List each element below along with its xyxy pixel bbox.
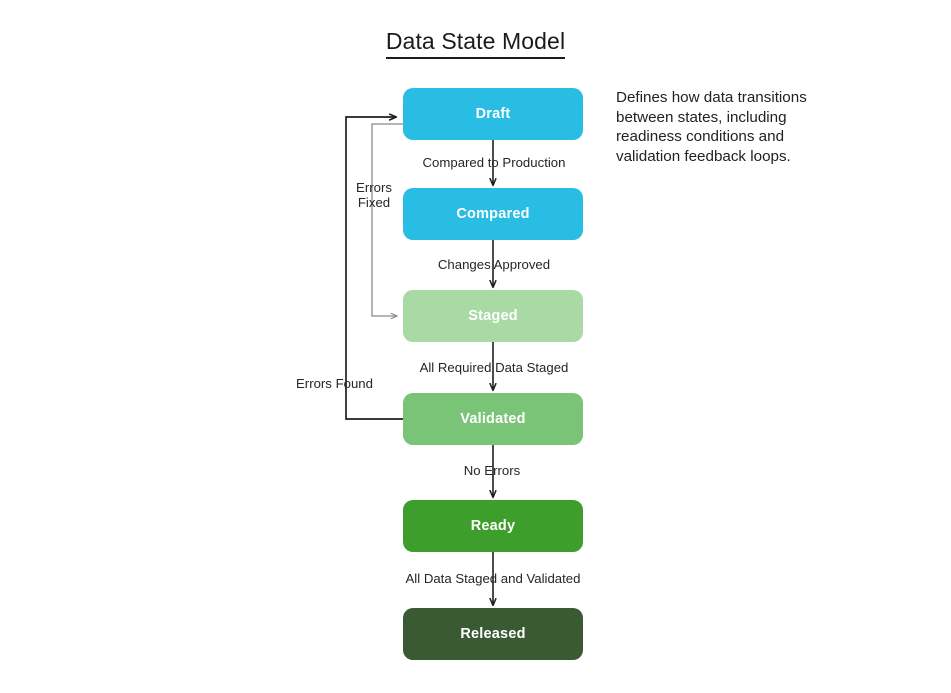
edge-label-errors-fixed-line2: Fixed bbox=[357, 195, 391, 210]
page-title: Data State Model bbox=[0, 28, 951, 59]
edge-validated-to-draft-errors-found bbox=[345, 117, 403, 420]
state-node-ready-label: Ready bbox=[470, 518, 516, 534]
state-node-released[interactable]: Released bbox=[403, 608, 583, 660]
edge-label-changes-approved: Changes Approved bbox=[437, 257, 551, 272]
page-title-text: Data State Model bbox=[385, 28, 566, 59]
edge-label-all-required-data-staged: All Required Data Staged bbox=[419, 360, 569, 375]
state-node-ready[interactable]: Ready bbox=[403, 500, 583, 552]
edge-label-errors-found: Errors Found bbox=[296, 376, 373, 391]
state-node-staged[interactable]: Staged bbox=[403, 290, 583, 342]
edge-label-errors-fixed: Errors Fixed bbox=[347, 180, 401, 210]
state-node-staged-label: Staged bbox=[468, 308, 518, 324]
state-node-validated-label: Validated bbox=[460, 411, 526, 427]
state-node-draft[interactable]: Draft bbox=[403, 88, 583, 140]
edge-label-no-errors: No Errors bbox=[463, 463, 521, 478]
edge-label-all-data-staged-and-validated: All Data Staged and Validated bbox=[405, 571, 581, 586]
diagram-description: Defines how data transitions between sta… bbox=[616, 89, 807, 165]
edge-label-compared-to-production: Compared to Production bbox=[422, 155, 566, 170]
state-node-compared-label: Compared bbox=[456, 206, 530, 222]
state-node-released-label: Released bbox=[460, 626, 526, 642]
state-node-validated[interactable]: Validated bbox=[403, 393, 583, 445]
edge-draft-to-staged-errors-fixed bbox=[371, 123, 403, 316]
state-node-draft-label: Draft bbox=[475, 106, 511, 122]
state-node-compared[interactable]: Compared bbox=[403, 188, 583, 240]
edge-label-errors-fixed-line1: Errors bbox=[356, 180, 392, 195]
